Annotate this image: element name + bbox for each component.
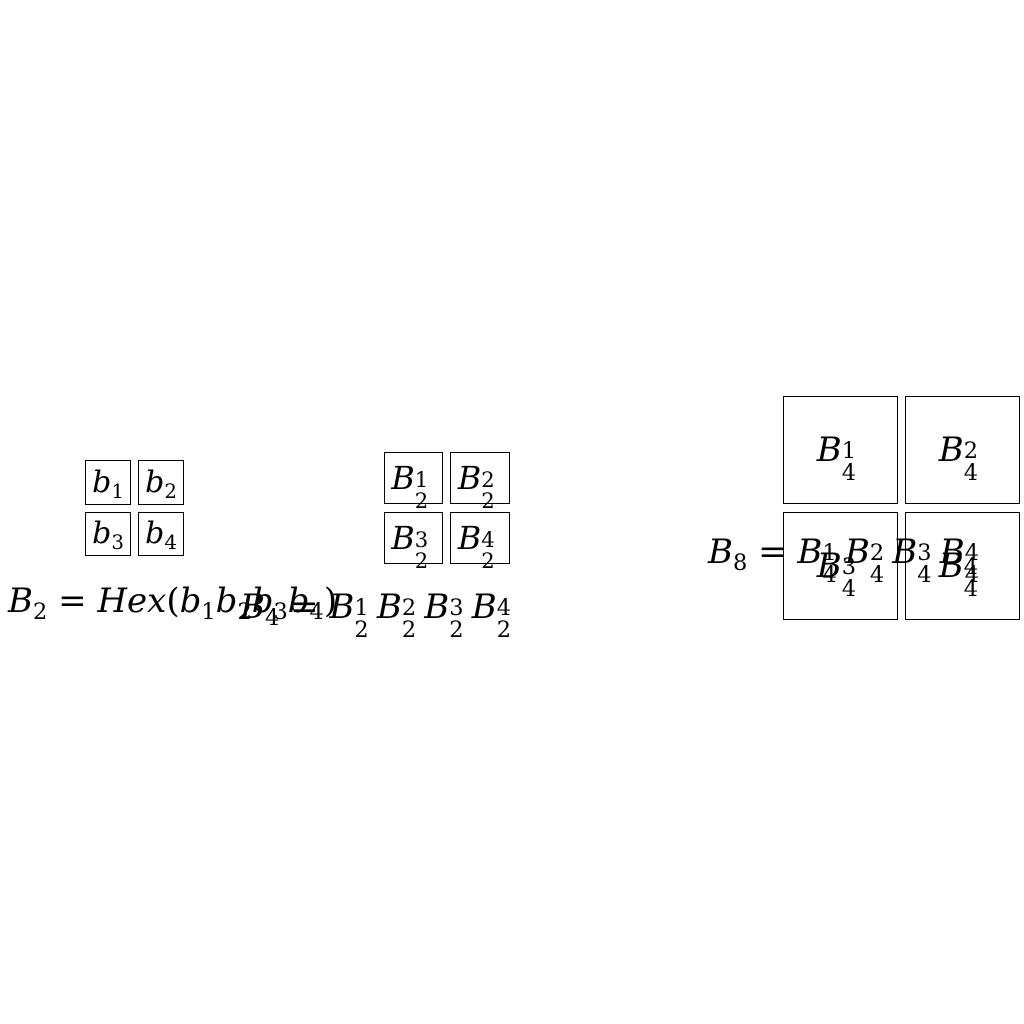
cell-b1-label: b1 — [92, 464, 124, 503]
cell-b3-label: b3 — [92, 516, 124, 555]
cell-b4: b4 — [138, 512, 184, 556]
cell-b4-label: b4 — [145, 516, 177, 555]
cell-b2-label: b2 — [145, 464, 177, 503]
cell-b3: b3 — [85, 512, 131, 556]
cell-b1: b1 — [85, 460, 131, 505]
level1-formula: B2 = Hex(b1b2b3b4) — [8, 581, 338, 626]
cell-b2: b2 — [138, 460, 184, 505]
